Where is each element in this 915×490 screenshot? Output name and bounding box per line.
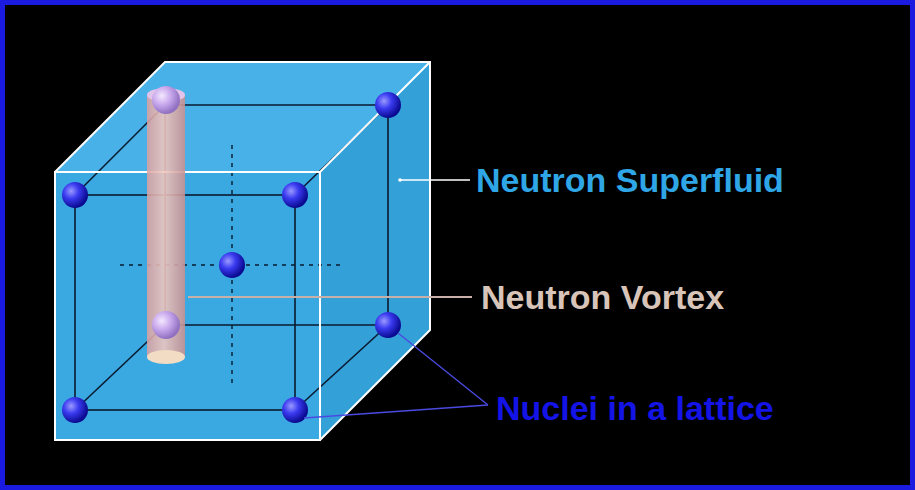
vortex-label: Neutron Vortex <box>481 277 724 317</box>
vortex-cylinder <box>147 86 185 364</box>
leader-lines <box>188 178 488 418</box>
nuclei-label: Nuclei in a lattice <box>496 388 774 428</box>
cube-edges <box>55 62 430 440</box>
cube-side-face <box>320 62 430 440</box>
nuclei <box>62 92 401 423</box>
superfluid-label: Neutron Superfluid <box>476 160 784 200</box>
superfluid-cube <box>55 62 430 440</box>
